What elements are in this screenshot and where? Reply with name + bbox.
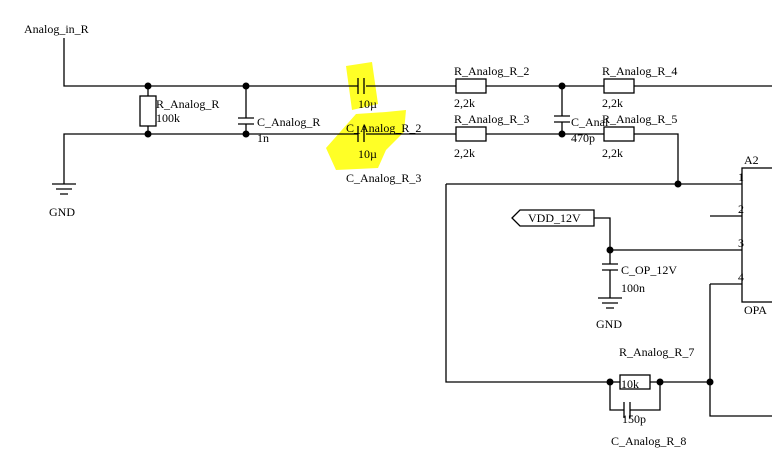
- label-c2-val: 10µ: [358, 147, 377, 161]
- capacitor-c-op-12v[interactable]: [602, 263, 618, 271]
- label-r-analog-r-2: R_Analog_R_2: [454, 64, 529, 78]
- highlight-mark-1: [346, 62, 378, 110]
- label-pin-4: 4: [738, 270, 744, 284]
- highlight-mark-2: [326, 110, 406, 170]
- capacitor-c-analog-r[interactable]: [238, 117, 254, 125]
- capacitor-c-analog-r-8[interactable]: [623, 402, 631, 418]
- label-vdd: VDD_12V: [528, 211, 581, 225]
- label-r3-val: 2,2k: [454, 146, 475, 160]
- label-r2-val: 2,2k: [454, 96, 475, 110]
- resistor-r-analog-r-5[interactable]: [603, 126, 635, 142]
- junctions: [144, 82, 714, 386]
- label-r5-val: 2,2k: [602, 146, 623, 160]
- label-pin-3: 3: [738, 236, 744, 250]
- label-r-analog-r-4: R_Analog_R_4: [602, 64, 677, 78]
- gnd-symbol-opamp: [598, 297, 622, 309]
- label-c-analog-r-val: 1n: [257, 131, 269, 145]
- label-c-op-val: 100n: [621, 281, 645, 295]
- label-c8-val: 150p: [622, 412, 646, 426]
- gnd-symbol-left: [52, 183, 76, 195]
- label-r-analog-r-val: 100k: [156, 111, 180, 125]
- label-r-analog-r-7: R_Analog_R_7: [619, 345, 694, 359]
- label-c-analog-r: C_Analog_R: [257, 115, 320, 129]
- resistor-r-analog-r[interactable]: [139, 95, 157, 127]
- label-analog-in-r: Analog_in_R: [24, 22, 89, 36]
- label-r-analog-r: R_Analog_R: [156, 97, 219, 111]
- label-r7-val: 10k: [621, 377, 639, 391]
- label-r-analog-r-3: R_Analog_R_3: [454, 112, 529, 126]
- label-r-analog-r-5: R_Analog_R_5: [602, 112, 677, 126]
- resistor-r-analog-r-7[interactable]: [619, 374, 651, 390]
- label-pin-2: 2: [738, 202, 744, 216]
- label-c1-val: 10µ: [358, 97, 377, 111]
- label-r4-val: 2,2k: [602, 96, 623, 110]
- wires: [63, 38, 772, 417]
- label-gnd-opamp: GND: [596, 317, 622, 331]
- label-c4-val: 470p: [571, 131, 595, 145]
- resistor-r-analog-r-2[interactable]: [455, 78, 487, 94]
- resistor-r-analog-r-4[interactable]: [603, 78, 635, 94]
- capacitor-c-analog-r-2[interactable]: [357, 126, 365, 142]
- label-gnd-left: GND: [49, 205, 75, 219]
- label-c-analog-r-2: C_Analog_R_2: [346, 121, 421, 135]
- label-c-analog-r-4: C_Anal: [571, 115, 609, 129]
- label-c-analog-r-3: C_Analog_R_3: [346, 171, 421, 185]
- label-c-analog-r-8: C_Analog_R_8: [611, 434, 686, 448]
- vdd-port[interactable]: [511, 209, 595, 227]
- opamp-a2[interactable]: [741, 167, 772, 303]
- label-a2: A2: [744, 153, 759, 167]
- label-c-op-12v: C_OP_12V: [621, 263, 677, 277]
- capacitor-c-analog-r-4[interactable]: [554, 115, 570, 123]
- capacitor-10u-top[interactable]: [357, 78, 365, 94]
- label-pin-1: 1: [738, 170, 744, 184]
- label-opa: OPA: [744, 303, 767, 317]
- resistor-r-analog-r-3[interactable]: [455, 126, 487, 142]
